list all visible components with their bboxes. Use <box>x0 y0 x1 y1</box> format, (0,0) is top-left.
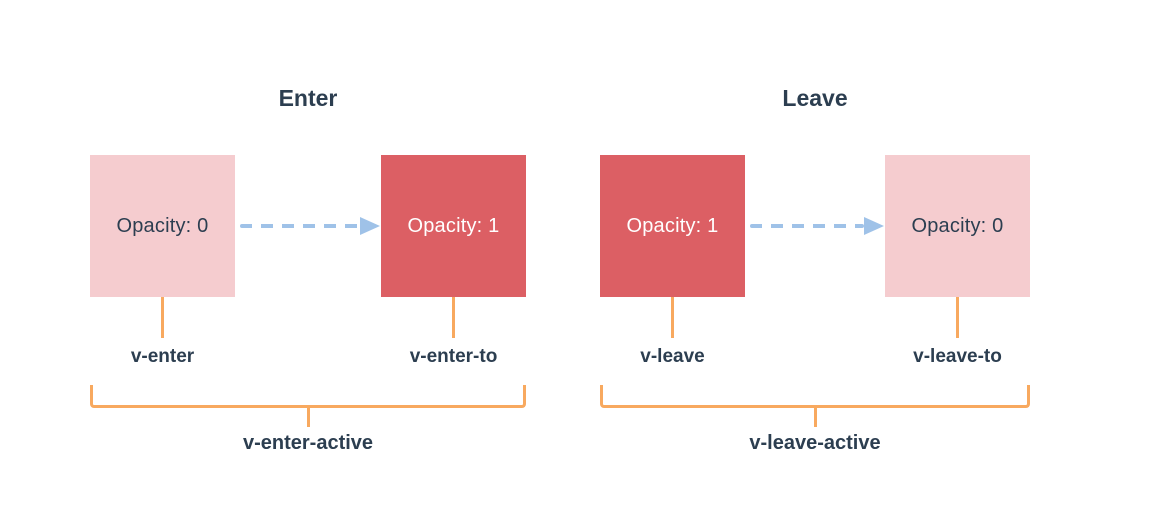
enter-active-class-label: v-enter-active <box>242 432 374 454</box>
dashed-line <box>240 224 360 228</box>
enter-from-box: Opacity: 0 <box>90 155 235 297</box>
leave-section: Leave Opacity: 1 Opacity: 0 v-leave v-le… <box>600 85 1030 470</box>
leave-active-class-label: v-leave-active <box>749 432 881 454</box>
dashed-line <box>750 224 864 228</box>
enter-from-connector-line <box>161 297 164 338</box>
enter-title: Enter <box>278 85 338 111</box>
leave-from-box: Opacity: 1 <box>600 155 745 297</box>
leave-to-box: Opacity: 0 <box>885 155 1030 297</box>
leave-from-connector-line <box>671 297 674 338</box>
leave-active-bracket <box>600 385 1030 408</box>
leave-class-label: v-leave <box>640 346 705 367</box>
enter-to-box: Opacity: 1 <box>381 155 526 297</box>
leave-to-opacity-label: Opacity: 0 <box>911 214 1004 237</box>
leave-to-class-label: v-leave-to <box>913 346 1002 367</box>
leave-title: Leave <box>782 85 848 111</box>
arrowhead-icon <box>360 217 380 235</box>
enter-active-bracket <box>90 385 526 408</box>
arrowhead-icon <box>864 217 884 235</box>
enter-to-connector-line <box>452 297 455 338</box>
enter-to-class-label: v-enter-to <box>409 346 498 367</box>
enter-section: Enter Opacity: 0 Opacity: 1 v-enter v-en… <box>90 85 526 470</box>
leave-bracket-tick <box>813 408 817 427</box>
enter-to-opacity-label: Opacity: 1 <box>407 214 500 237</box>
enter-transition-arrow <box>240 216 380 236</box>
enter-bracket-tick <box>306 408 310 427</box>
enter-class-label: v-enter <box>130 346 195 367</box>
leave-to-connector-line <box>956 297 959 338</box>
leave-transition-arrow <box>750 216 884 236</box>
leave-from-opacity-label: Opacity: 1 <box>626 214 719 237</box>
enter-from-opacity-label: Opacity: 0 <box>116 214 209 237</box>
